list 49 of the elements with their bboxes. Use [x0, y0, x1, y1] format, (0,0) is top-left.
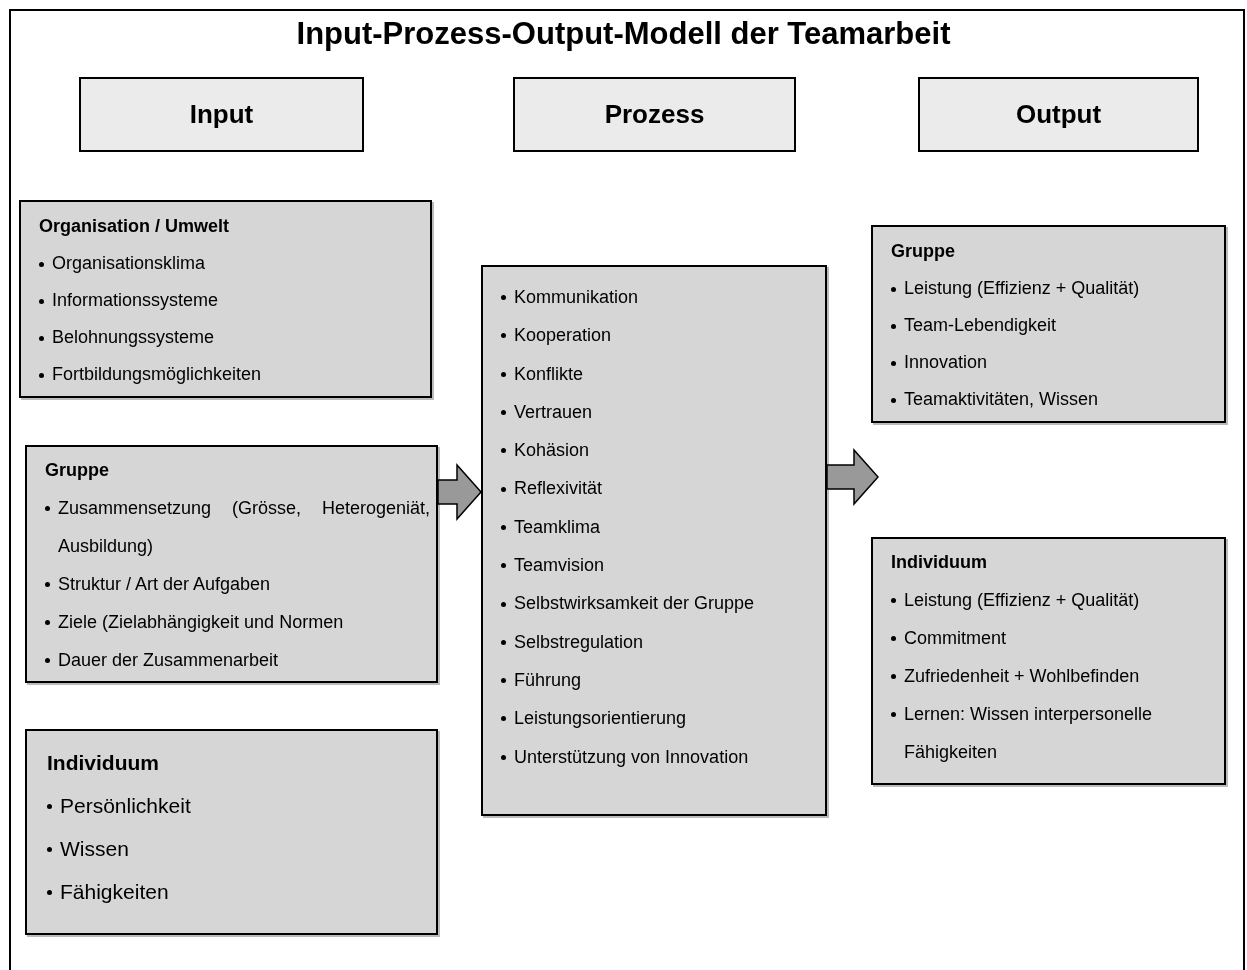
list-item: Dauer der Zusammenarbeit [58, 649, 280, 672]
list-item: Unterstützung von Innovation [514, 745, 750, 769]
list-item: Commitment [904, 627, 1007, 650]
list-item: Zusammensetzung (Grösse, Heterogeniät, Ausbildung) [58, 497, 430, 558]
list-item: Wissen [60, 836, 130, 862]
list-item: Organisationsklima [52, 252, 207, 275]
list-item: Struktur / Art der Aufgaben [58, 573, 272, 596]
list-item: Kooperation [514, 324, 613, 348]
list-item: Innovation [904, 351, 989, 374]
list-item: Team-Lebendigkeit [904, 314, 1058, 337]
content-box [871, 537, 1226, 785]
box-heading: Individuum [47, 750, 159, 776]
list-item: Selbstregulation [514, 630, 645, 654]
content-box [25, 729, 438, 935]
list-item: Reflexivität [514, 477, 604, 501]
diagram-title: Input-Prozess-Output-Modell der Teamarbeit [296, 16, 951, 52]
list-item: Teamklima [514, 515, 602, 539]
column-header-box: Output [918, 77, 1199, 152]
list-item: Kohäsion [514, 439, 591, 463]
content-box [19, 200, 432, 398]
list-item: Konflikte [514, 362, 585, 386]
content-box [25, 445, 438, 683]
list-item: Teamvision [514, 554, 606, 578]
content-box [871, 225, 1226, 423]
list-item: Belohnungssysteme [52, 326, 216, 349]
list-item: Leistung (Effizienz + Qualität) [904, 589, 1141, 612]
box-heading: Individuum [891, 551, 987, 574]
list-item: Leistungsorientierung [514, 707, 688, 731]
list-item: Fortbildungsmöglichkeiten [52, 363, 263, 386]
box-heading: Gruppe [45, 459, 109, 482]
list-item: Selbstwirksamkeit der Gruppe [514, 592, 756, 616]
list-item: Kommunikation [514, 286, 640, 309]
list-item: Lernen: Wissen interpersonelle Fähigkeiten [904, 703, 1154, 764]
content-box [481, 265, 827, 816]
block-arrow [826, 448, 879, 506]
list-item: Zufriedenheit + Wohlbefinden [904, 665, 1141, 688]
list-item: Informationssysteme [52, 289, 220, 312]
list-item: Ziele (Zielabhängigkeit und Normen [58, 611, 345, 634]
list-item: Vertrauen [514, 400, 594, 424]
list-item: Führung [514, 668, 583, 692]
box-heading: Gruppe [891, 240, 955, 263]
list-item: Teamaktivitäten, Wissen [904, 388, 1100, 411]
list-item: Leistung (Effizienz + Qualität) [904, 277, 1141, 300]
box-heading: Organisation / Umwelt [39, 215, 230, 238]
column-header-box: Prozess [513, 77, 796, 152]
block-arrow [437, 463, 482, 521]
list-item: Fähigkeiten [60, 879, 170, 905]
column-header-box: Input [79, 77, 364, 152]
list-item: Persönlichkeit [60, 793, 192, 819]
